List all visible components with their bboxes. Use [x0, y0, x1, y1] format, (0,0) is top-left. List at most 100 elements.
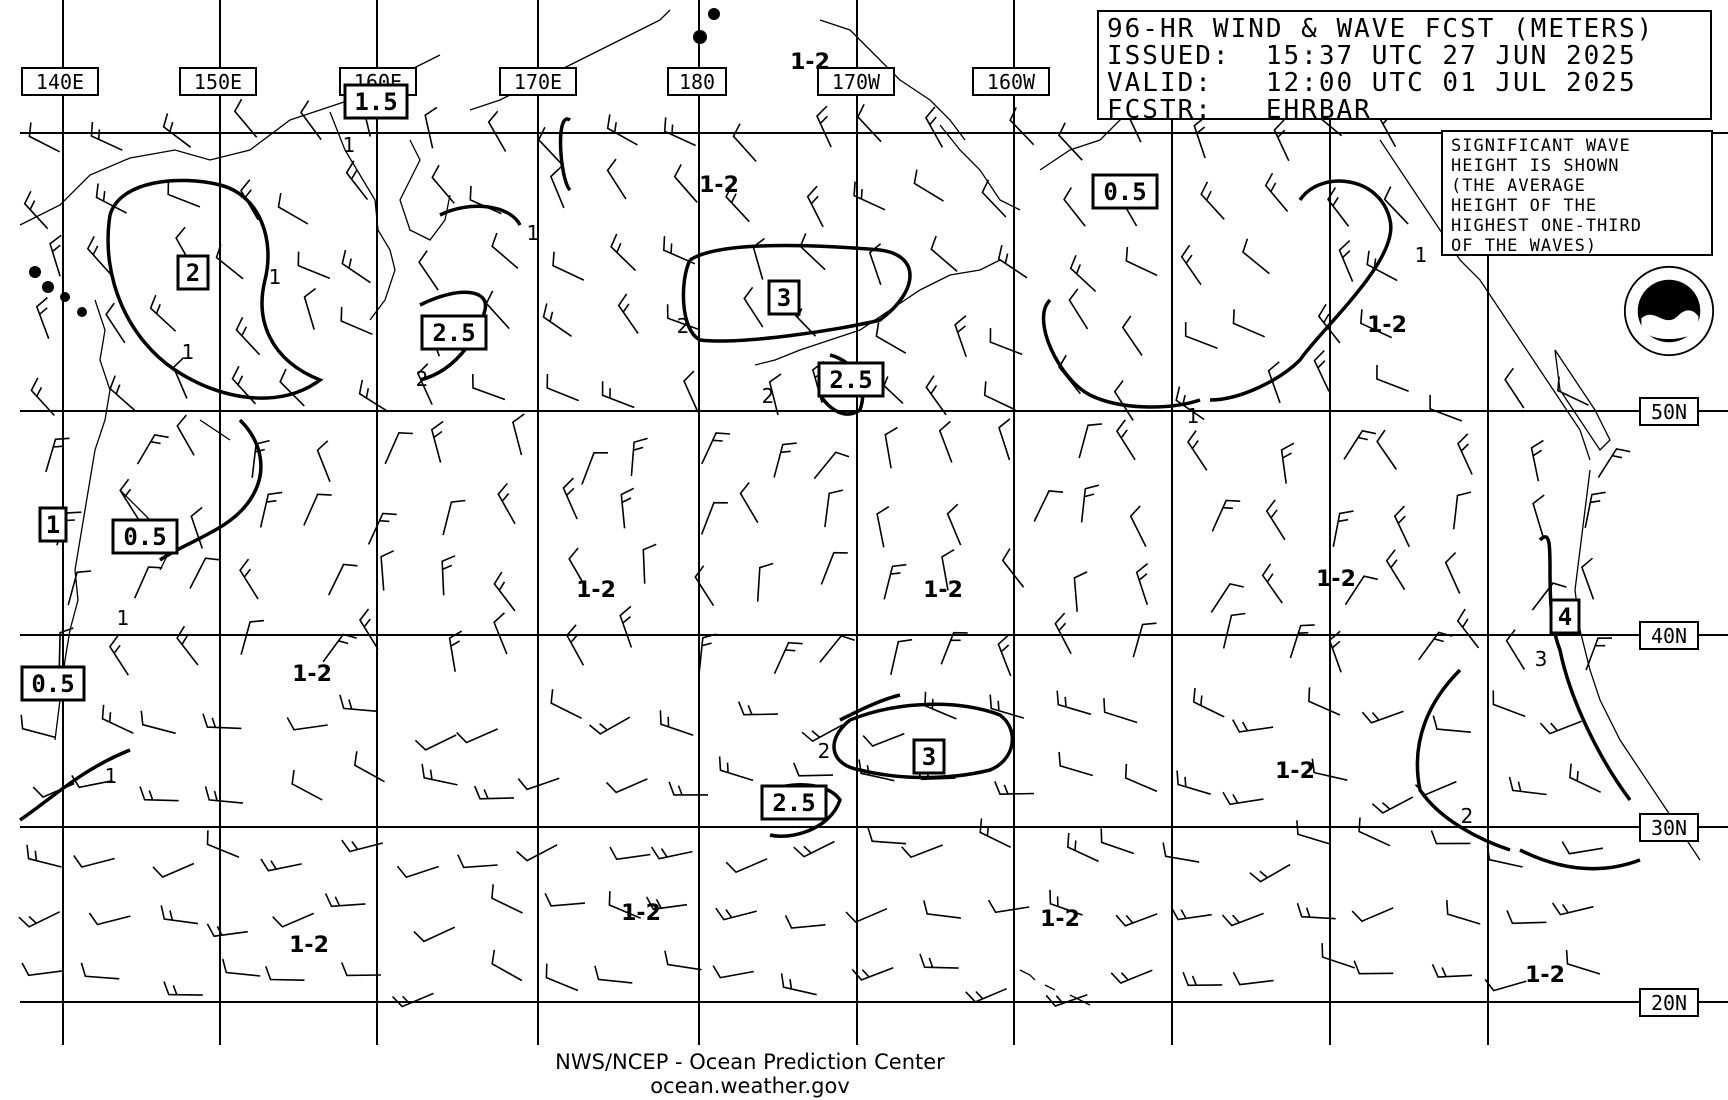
wind-barb: [1121, 315, 1143, 356]
wind-barb: [73, 855, 115, 868]
wind-barb: [940, 631, 968, 665]
wind-barb: [424, 106, 438, 149]
wind-barb: [235, 316, 261, 356]
wind-barb: [359, 608, 379, 650]
wind-barb: [1115, 419, 1136, 461]
wind-barb: [1311, 758, 1348, 781]
wave-box-text: 1.5: [354, 88, 397, 116]
wind-barb: [1124, 763, 1158, 793]
wind-barb: [784, 915, 826, 929]
wind-barb: [930, 235, 958, 273]
wind-barb: [862, 732, 905, 747]
lat-label-50n: 50N: [1639, 397, 1699, 426]
wind-barb: [1580, 557, 1595, 600]
lon-label-text: 140E: [36, 70, 84, 94]
contour-subtropical-3: [832, 702, 1015, 780]
wind-barb: [1273, 119, 1290, 162]
wind-barb: [1001, 548, 1025, 588]
wind-barb: [581, 452, 608, 485]
wave-box-3-north: 3: [767, 279, 801, 316]
wind-barb: [1317, 303, 1341, 344]
wind-barb: [824, 489, 844, 528]
wind-barb: [105, 302, 126, 344]
wind-barb: [1446, 900, 1481, 925]
wind-barb: [1058, 751, 1094, 777]
wind-barb: [645, 896, 688, 911]
wind-barb: [1184, 322, 1218, 349]
wind-barb: [303, 493, 332, 526]
wind-barb: [206, 830, 240, 859]
wind-barb: [1452, 491, 1472, 530]
note-line: HEIGHT IS SHOWN: [1451, 156, 1620, 176]
wind-barb: [233, 98, 258, 138]
note-line: OF THE WAVES): [1451, 236, 1598, 256]
lon-label-160w: 160W: [972, 67, 1050, 96]
wind-barb: [457, 854, 498, 869]
wave-box-text: 0.5: [123, 523, 166, 551]
wind-barb: [316, 440, 331, 483]
note-line: SIGNIFICANT WAVE: [1451, 136, 1631, 156]
wave-range-label: 1-2: [1525, 963, 1565, 988]
wave-box-text: 2.5: [772, 789, 815, 817]
wind-barb: [718, 756, 754, 782]
wind-barb: [851, 966, 894, 981]
lon-label-150e: 150E: [179, 67, 257, 96]
wind-barb: [562, 477, 578, 520]
wave-box-text: 2: [186, 259, 200, 287]
wind-barb: [1557, 376, 1589, 406]
wave-height-boxes: 1.5 2 2.5 3 2.5 0.5 1 0.5 0.5 4 3 2.5: [20, 83, 1581, 821]
wind-barb: [884, 426, 898, 469]
wind-barb: [202, 713, 242, 730]
wind-barb: [605, 778, 648, 794]
wind-barb: [396, 865, 439, 879]
wave-range-label: 1-2: [1367, 313, 1407, 338]
wind-barb: [1366, 250, 1398, 282]
wind-barb: [642, 543, 657, 584]
contour-kamchatka: [419, 290, 488, 382]
contour-bc-1: [1209, 179, 1393, 402]
wind-barb: [119, 478, 140, 520]
lon-label-text: 170E: [514, 70, 562, 94]
wind-barb: [1211, 499, 1241, 532]
lon-label-text: 180: [679, 70, 715, 94]
wind-barb: [617, 293, 639, 334]
wind-barb: [588, 716, 631, 735]
wind-barb: [737, 701, 778, 716]
lat-label-text: 20N: [1651, 991, 1687, 1015]
wind-barb: [550, 689, 582, 720]
wind-barb: [327, 563, 358, 596]
wind-barb: [442, 499, 466, 536]
wind-barb: [1358, 817, 1391, 847]
wind-barb: [856, 103, 882, 143]
wind-barb: [1135, 562, 1149, 606]
wind-barb: [1249, 863, 1291, 883]
wind-barb: [1221, 912, 1264, 927]
wind-barb: [1321, 943, 1356, 969]
wind-barb: [300, 100, 322, 141]
wind-barb: [924, 106, 944, 148]
wind-barb: [367, 512, 397, 545]
wind-barb: [1353, 960, 1394, 975]
wave-box-text: 0.5: [1103, 178, 1146, 206]
wind-barbs: [18, 94, 1631, 1008]
contour-label: 1: [105, 764, 118, 788]
wind-barb: [1532, 494, 1545, 537]
wind-barb: [650, 846, 693, 860]
wind-barb: [86, 236, 112, 275]
wind-barb: [938, 420, 953, 463]
contour-label: 1: [117, 606, 130, 630]
wind-barb: [941, 549, 955, 591]
wind-barb: [18, 911, 61, 928]
forecast-header-box: 96-HR WIND & WAVE FCST (METERS)ISSUED: 1…: [1097, 10, 1712, 124]
wind-barb: [1049, 889, 1083, 916]
contour-central-3: [681, 243, 912, 343]
lat-label-text: 30N: [1651, 816, 1687, 840]
wind-barb: [21, 962, 63, 977]
wind-barb: [418, 250, 439, 291]
wind-barb: [259, 491, 283, 528]
wind-barb: [1328, 630, 1342, 673]
wave-box-4-california: 4: [1549, 598, 1581, 635]
wind-barb: [792, 762, 834, 777]
note-line: HIGHEST ONE-THIRD: [1451, 216, 1642, 236]
wind-barb: [853, 181, 886, 211]
